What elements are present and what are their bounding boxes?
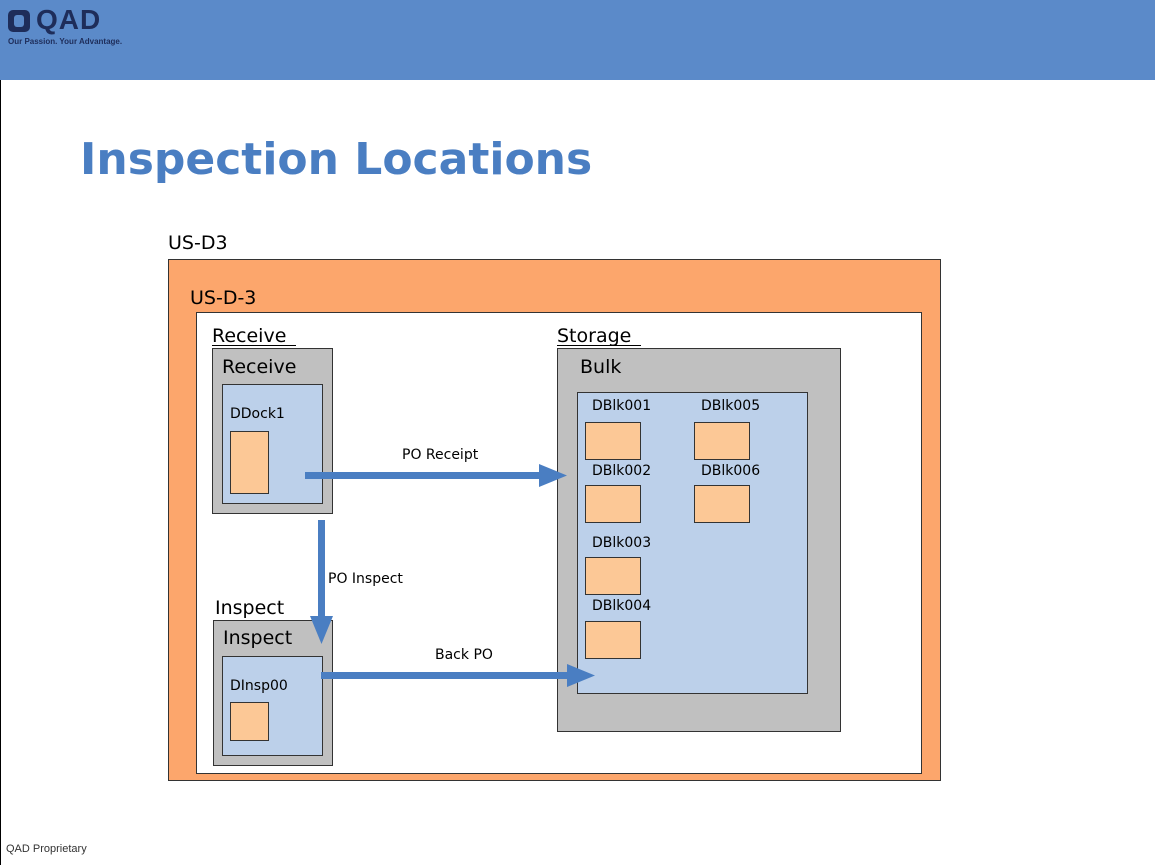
storage-area-label: Storage (557, 325, 632, 347)
storage-location-label: DBlk006 (701, 463, 761, 479)
storage-location-label: DBlk002 (592, 463, 652, 479)
storage-location-box (585, 485, 641, 523)
receive-location-box (230, 431, 269, 494)
storage-location-label: DBlk003 (592, 535, 652, 551)
inspect-location-label: DInsp00 (230, 678, 288, 694)
inspect-area-label: Inspect (215, 597, 285, 619)
po-receipt-arrow (305, 472, 541, 479)
receive-location-label: DDock1 (230, 406, 285, 422)
storage-location-label: DBlk005 (701, 398, 761, 414)
slide-left-border (0, 0, 1, 865)
po-inspect-arrow-head (310, 616, 333, 644)
po-inspect-label: PO Inspect (328, 571, 403, 587)
back-po-arrow-head (567, 664, 595, 687)
logo-text: QAD (36, 4, 102, 35)
storage-location-box (694, 485, 750, 523)
po-receipt-label: PO Receipt (402, 447, 479, 463)
storage-zone-label: Bulk (580, 356, 622, 378)
storage-location-label: DBlk001 (592, 398, 652, 414)
storage-area-underline (557, 345, 641, 346)
back-po-arrow (321, 672, 569, 679)
storage-location-box (585, 422, 641, 460)
slide-title: Inspection Locations (80, 134, 593, 185)
back-po-label: Back PO (435, 647, 493, 663)
storage-location-box (585, 557, 641, 595)
receive-area-underline (212, 345, 296, 346)
receive-zone-label: Receive (222, 356, 297, 378)
inspect-zone-label: Inspect (223, 627, 293, 649)
inspect-location-box (230, 702, 269, 741)
qad-logo-icon (8, 10, 30, 32)
site-inner-label: US-D-3 (190, 287, 257, 309)
storage-location-box (694, 422, 750, 460)
site-label: US-D3 (168, 232, 228, 254)
storage-location-box (585, 621, 641, 659)
logo-tagline: Our Passion. Your Advantage. (8, 37, 123, 46)
receive-area-label: Receive (212, 325, 287, 347)
po-receipt-arrow-head (539, 464, 567, 487)
footer-proprietary: QAD Proprietary (6, 843, 87, 855)
po-inspect-arrow (318, 520, 325, 618)
storage-location-label: DBlk004 (592, 598, 652, 614)
header-banner: QAD Our Passion. Your Advantage. (0, 0, 1155, 80)
